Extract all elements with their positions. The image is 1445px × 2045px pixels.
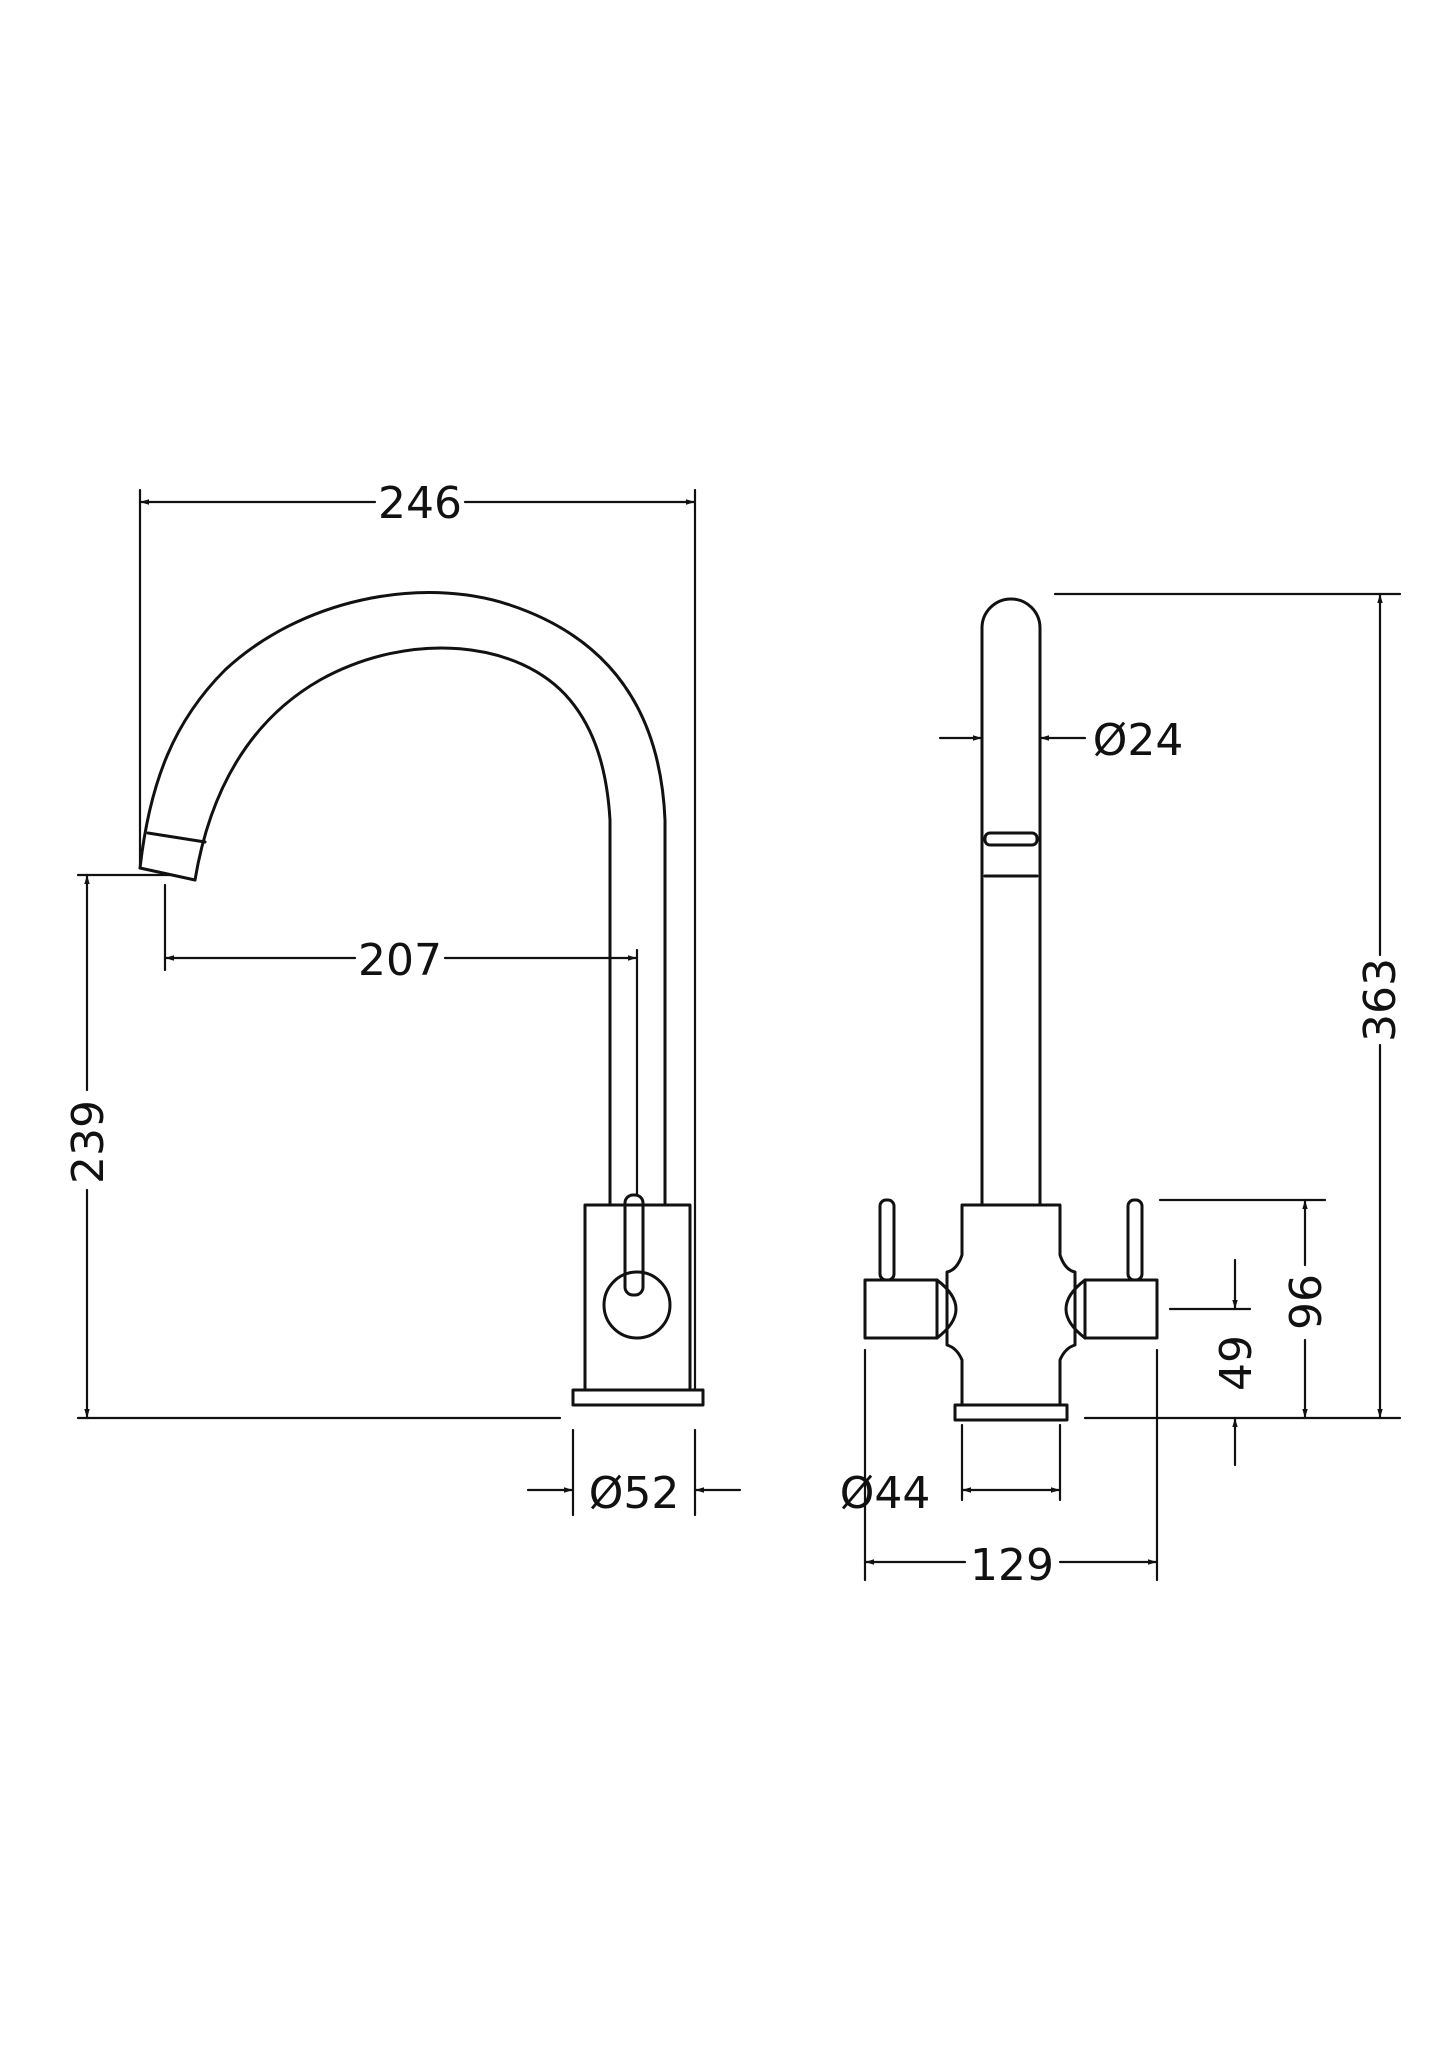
lever-left	[878, 1198, 896, 1282]
dim-96-label: 96	[1281, 1274, 1332, 1330]
dim-207-label: 207	[358, 935, 442, 986]
spout-outer	[138, 591, 667, 1207]
dim-246-label: 246	[378, 478, 462, 529]
lever	[623, 1193, 645, 1297]
dim-o44-label: Ø44	[840, 1468, 931, 1519]
dim-129-label: 129	[970, 1540, 1054, 1591]
dim-239-label: 239	[63, 1100, 114, 1184]
handle-left	[863, 1278, 939, 1340]
front-base-plate	[953, 1403, 1069, 1422]
dim-o52-label: Ø52	[589, 1468, 680, 1519]
handle-right	[1083, 1278, 1159, 1340]
front-spout	[980, 597, 1042, 1207]
dim-363-label: 363	[1355, 958, 1406, 1042]
lever-knob	[602, 1270, 672, 1340]
aerator-band	[983, 831, 1039, 847]
base-plate	[571, 1388, 705, 1407]
lever-right	[1126, 1198, 1144, 1282]
front-view: Ø24 363 96 49 Ø44 129	[840, 592, 1406, 1591]
spout-inner	[193, 646, 612, 1207]
front-body	[945, 1203, 1077, 1407]
side-view: 246 207 239 Ø52	[63, 478, 742, 1519]
dim-o24-label: Ø24	[1093, 715, 1184, 766]
dim-49-label: 49	[1211, 1335, 1262, 1391]
tap-body	[583, 1203, 692, 1392]
